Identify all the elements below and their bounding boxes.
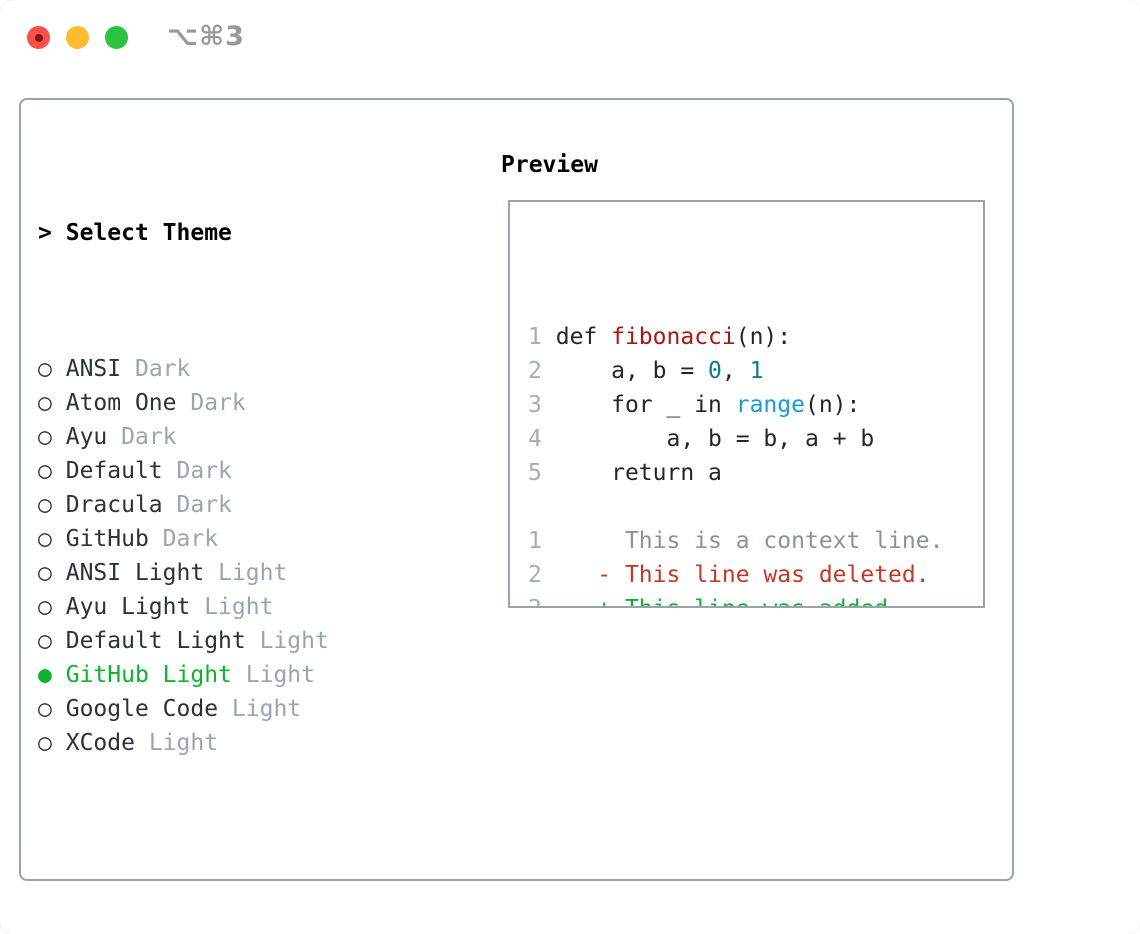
line-number: 2 (528, 562, 542, 588)
code-segment: 1 (749, 358, 764, 384)
code-segment: This is a context line. (555, 528, 944, 554)
theme-option-default[interactable]: ○ Default Dark (38, 454, 488, 488)
line-number: 2 (528, 358, 542, 384)
theme-options-list: ○ ANSI Dark○ Atom One Dark○ Ayu Dark○ De… (38, 352, 488, 760)
theme-variant-tag: Light (218, 560, 288, 586)
preview-line: 3 for _ in range(n): (528, 388, 983, 422)
window-title: ⌥⌘3 (167, 21, 245, 52)
minimize-button[interactable] (66, 26, 89, 49)
code-segment: a, b = (555, 358, 709, 384)
select-theme-header: > Select Theme (38, 216, 488, 250)
code-segment: (n): (804, 392, 861, 418)
preview-line: 5 return a (528, 456, 983, 490)
radio-unselected-icon: ○ (38, 492, 52, 518)
radio-unselected-icon: ○ (38, 356, 52, 382)
theme-option-label: Atom One (65, 390, 177, 416)
theme-option-label: Default Light (65, 628, 246, 654)
theme-picker-column: > Select Theme ○ ANSI Dark○ Atom One Dar… (38, 148, 488, 934)
preview-title: Preview (501, 152, 598, 178)
preview-line (528, 490, 983, 524)
zoom-button[interactable] (105, 26, 128, 49)
theme-option-atom-one[interactable]: ○ Atom One Dark (38, 386, 488, 420)
theme-option-github-light[interactable]: ● GitHub Light Light (38, 658, 488, 692)
radio-unselected-icon: ○ (38, 730, 52, 756)
theme-variant-tag: Dark (162, 526, 219, 552)
radio-unselected-icon: ○ (38, 424, 52, 450)
code-segment: , (721, 358, 750, 384)
code-segment: range (735, 392, 805, 418)
preview-line: 2 - This line was deleted. (528, 558, 983, 592)
code-segment: 0 (708, 358, 722, 384)
theme-option-google-code[interactable]: ○ Google Code Light (38, 692, 488, 726)
theme-option-dracula[interactable]: ○ Dracula Dark (38, 488, 488, 522)
radio-selected-icon: ● (38, 662, 52, 688)
theme-option-label: ANSI Light (65, 560, 205, 586)
line-number: 2 (528, 596, 542, 606)
theme-option-ayu-light[interactable]: ○ Ayu Light Light (38, 590, 488, 624)
theme-variant-tag: Dark (176, 492, 232, 518)
radio-unselected-icon: ○ (38, 594, 52, 620)
theme-option-label: Ayu (65, 424, 108, 450)
spacer (38, 862, 488, 896)
theme-option-xcode[interactable]: ○ XCode Light (38, 726, 488, 760)
theme-picker-panel: > Select Theme ○ ANSI Dark○ Atom One Dar… (19, 98, 1014, 881)
code-segment: + This line was added. (556, 596, 902, 606)
theme-option-default-light[interactable]: ○ Default Light Light (38, 624, 488, 658)
theme-variant-tag: Light (259, 628, 329, 654)
line-number: 3 (528, 392, 542, 418)
theme-option-ansi[interactable]: ○ ANSI Dark (38, 352, 488, 386)
line-number: 4 (528, 426, 542, 452)
code-segment: def (555, 324, 612, 350)
radio-unselected-icon: ○ (38, 390, 52, 416)
code-segment: a, b = b, a + b (555, 426, 875, 452)
preview-line: 2 + This line was added. (528, 592, 983, 606)
theme-variant-tag: Light (204, 594, 274, 620)
preview-line: 1 def fibonacci(n): (528, 320, 983, 354)
theme-variant-tag: Dark (121, 424, 177, 450)
line-number: 5 (528, 460, 542, 486)
code-segment: return a (555, 460, 722, 486)
theme-variant-tag: Light (245, 662, 315, 688)
radio-unselected-icon: ○ (38, 628, 52, 654)
prompt-icon: > (38, 220, 52, 246)
theme-option-ayu[interactable]: ○ Ayu Dark (38, 420, 488, 454)
radio-unselected-icon: ○ (38, 696, 52, 722)
close-button[interactable] (27, 26, 50, 49)
titlebar: ⌥⌘3 (0, 0, 1140, 72)
theme-variant-tag: Light (148, 730, 219, 756)
theme-option-label: Ayu Light (65, 594, 191, 620)
theme-option-label: XCode (65, 730, 135, 756)
line-number: 1 (528, 324, 542, 350)
theme-variant-tag: Light (231, 696, 302, 722)
theme-option-label: Default (65, 458, 163, 484)
select-theme-title: Select Theme (65, 220, 232, 246)
theme-option-label: GitHub (65, 526, 149, 552)
line-number: 1 (528, 528, 542, 554)
theme-option-github[interactable]: ○ GitHub Dark (38, 522, 488, 556)
preview-line: 4 a, b = b, a + b (528, 422, 983, 456)
theme-option-label: Dracula (65, 492, 163, 518)
theme-variant-tag: Dark (134, 356, 191, 382)
code-segment: fibonacci (611, 324, 736, 350)
theme-option-label: GitHub Light (65, 662, 232, 688)
theme-variant-tag: Dark (176, 458, 232, 484)
theme-option-label: ANSI (65, 356, 122, 382)
preview-line: 1 This is a context line. (528, 524, 983, 558)
radio-unselected-icon: ○ (38, 526, 52, 552)
theme-option-ansi-light[interactable]: ○ ANSI Light Light (38, 556, 488, 590)
code-segment: (n): (735, 324, 792, 350)
preview-line: 2 a, b = 0, 1 (528, 354, 983, 388)
radio-unselected-icon: ○ (38, 560, 52, 586)
code-segment: - This line was deleted. (555, 562, 930, 588)
theme-variant-tag: Dark (190, 390, 246, 416)
theme-option-label: Google Code (65, 696, 219, 722)
radio-unselected-icon: ○ (38, 458, 52, 484)
code-segment: for _ in (555, 392, 736, 418)
